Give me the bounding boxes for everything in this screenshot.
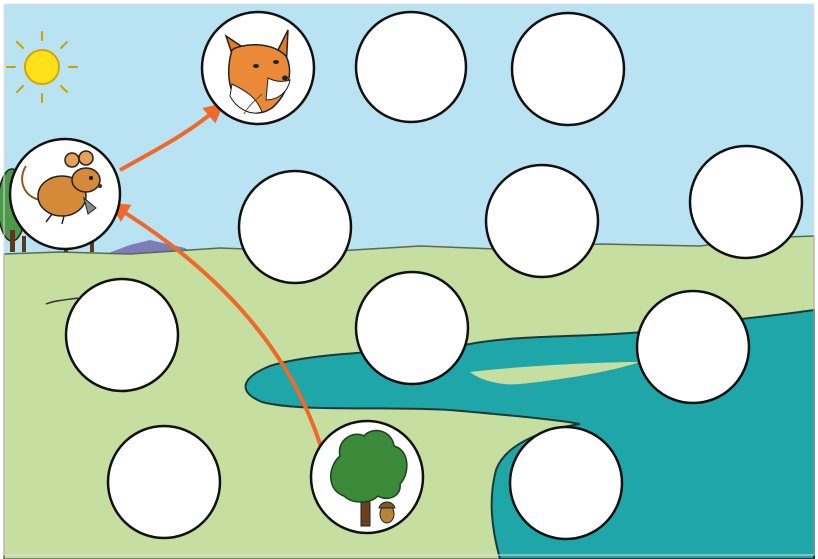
slot-r1-c2[interactable] [202,12,314,124]
slot-r2-c2[interactable] [239,171,351,283]
slot-r1-c3[interactable] [356,12,466,122]
slot-r2-c3[interactable] [486,165,598,277]
slot-r3-c3[interactable] [637,291,749,403]
slot-r4-c1[interactable] [108,426,220,538]
slot-r2-c1[interactable] [10,139,120,249]
slot-r4-c4[interactable] [510,427,622,539]
slot-r4-c3[interactable] [311,421,423,533]
slot-r2-c4[interactable] [690,146,802,258]
acorn-icon [379,502,395,523]
slot-r3-c2[interactable] [356,272,468,384]
slot-r1-c4[interactable] [512,13,624,125]
slot-r3-c1[interactable] [66,279,178,391]
